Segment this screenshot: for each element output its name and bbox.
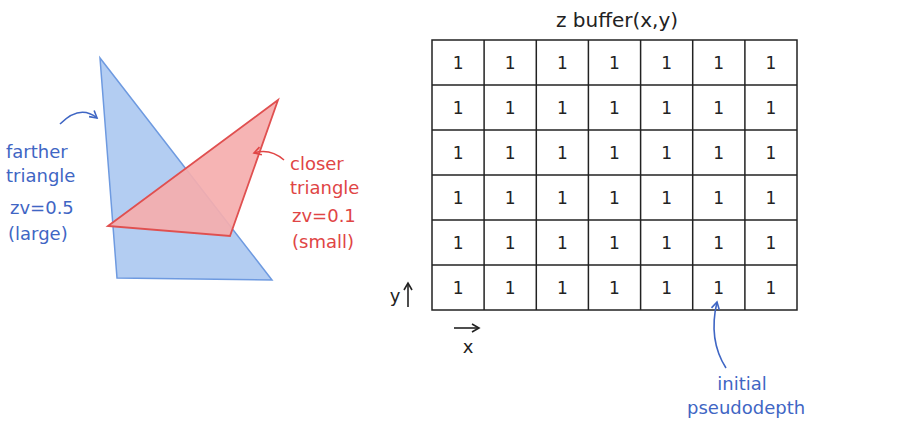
cell-value: 1 (766, 51, 777, 75)
cell-value: 1 (766, 141, 777, 165)
buffer-title: z buffer(x,y) (556, 8, 678, 32)
cell-value: 1 (713, 231, 724, 255)
cell-value: 1 (505, 51, 516, 75)
cell-value: 1 (661, 186, 672, 210)
axis-label: x (463, 335, 474, 359)
zbuffer-grid (432, 40, 797, 310)
cell-value: 1 (557, 186, 568, 210)
cell-value: 1 (661, 141, 672, 165)
leader-arrow (60, 112, 97, 124)
cell-value: 1 (453, 186, 464, 210)
cell-value: 1 (453, 141, 464, 165)
cell-value: 1 (505, 186, 516, 210)
cell-value: 1 (713, 96, 724, 120)
cell-value: 1 (505, 231, 516, 255)
leader-arrow (714, 302, 726, 368)
cell-value: 1 (766, 186, 777, 210)
cell-value: 1 (609, 231, 620, 255)
cell-value: 1 (661, 96, 672, 120)
cell-value: 1 (557, 231, 568, 255)
cell-value: 1 (661, 231, 672, 255)
cell-value: 1 (557, 276, 568, 300)
closer-triangle (108, 100, 278, 236)
leader-arrow (254, 152, 284, 160)
cell-value: 1 (505, 276, 516, 300)
cell-value: 1 (766, 96, 777, 120)
y-axis-arrow (407, 283, 409, 307)
cell-value: 1 (505, 96, 516, 120)
cell-value: 1 (713, 276, 724, 300)
depth-note: (large) (8, 222, 68, 246)
cell-value: 1 (505, 141, 516, 165)
cell-value: 1 (557, 96, 568, 120)
cell-value: 1 (661, 276, 672, 300)
x-axis-arrow (454, 327, 479, 329)
depth-value: zv=0.5 (10, 196, 74, 220)
cell-value: 1 (453, 231, 464, 255)
cell-value: 1 (609, 186, 620, 210)
cell-value: 1 (453, 96, 464, 120)
cell-value: 1 (766, 276, 777, 300)
cell-value: 1 (661, 51, 672, 75)
cell-value: 1 (609, 96, 620, 120)
callout-note: initial pseudodepth (687, 372, 797, 420)
cell-value: 1 (713, 141, 724, 165)
cell-value: 1 (609, 276, 620, 300)
cell-value: 1 (557, 141, 568, 165)
cell-value: 1 (453, 51, 464, 75)
depth-value: zv=0.1 (292, 204, 356, 228)
cell-value: 1 (557, 51, 568, 75)
triangle-label: farther triangle (6, 140, 90, 188)
cell-value: 1 (609, 141, 620, 165)
cell-value: 1 (453, 276, 464, 300)
cell-value: 1 (713, 51, 724, 75)
triangle-label: closer triangle (290, 152, 374, 200)
cell-value: 1 (609, 51, 620, 75)
cell-value: 1 (766, 231, 777, 255)
cell-value: 1 (713, 186, 724, 210)
axis-label: y (390, 284, 401, 308)
depth-note: (small) (292, 230, 354, 254)
